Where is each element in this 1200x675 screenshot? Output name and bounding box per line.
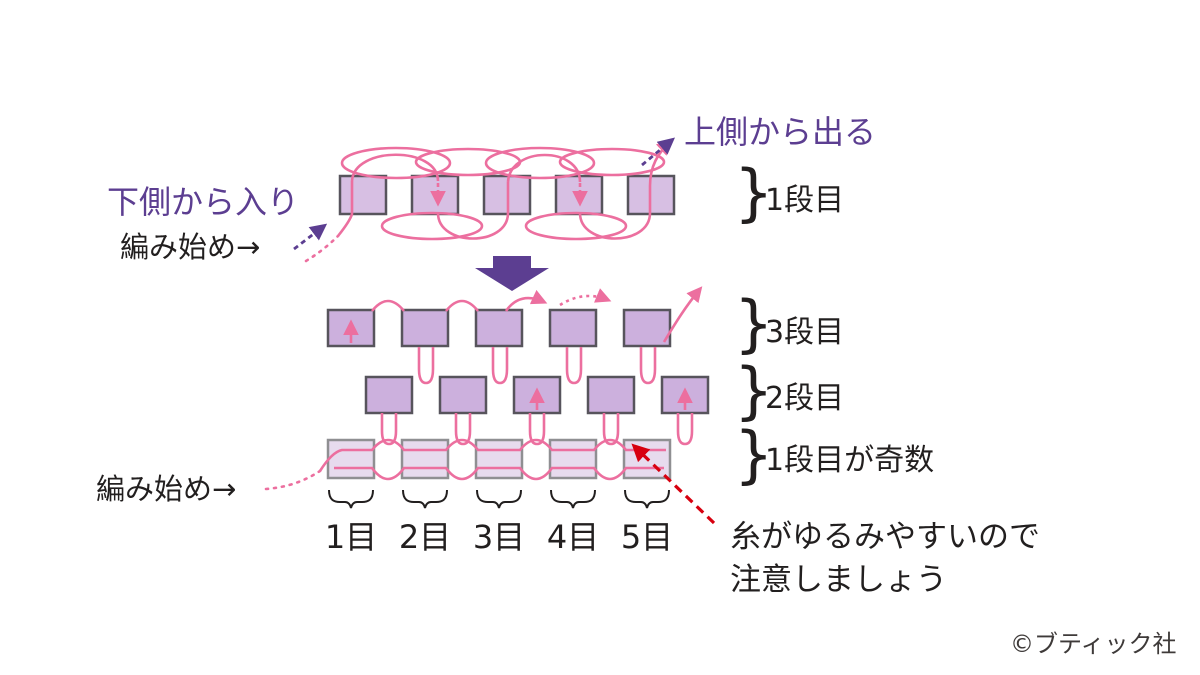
brace-row-1-top: } [734,156,773,229]
thread-loop [380,413,398,446]
label-weave-start-top: 編み始め→ [120,230,260,264]
thread-path [304,234,340,263]
thread-path [350,153,440,182]
thread-path [318,438,666,472]
thread-loop [676,413,694,446]
thread-loop [491,347,509,385]
bead [548,438,598,480]
label-weave-start-bottom: 編み始め→ [96,472,236,506]
thread-loop [524,211,628,241]
stitch-label: 1目 [325,518,377,556]
thread-loop [639,347,657,385]
thread-loop [454,413,472,446]
bead [474,308,524,348]
thread-path [334,466,664,481]
thread-path [264,469,322,491]
bead [586,375,636,415]
thread-loop [484,146,596,180]
bead [338,174,388,216]
bead [400,438,450,480]
bead [438,375,488,415]
label-row-2: 2段目 [765,381,844,416]
thread-path [370,299,406,312]
brace-row-1-odd: } [734,418,773,491]
thread-path [436,212,510,240]
thread-loop [602,413,620,446]
label-row-1-odd: 1段目が奇数 [765,443,934,478]
bead [400,308,450,348]
label-row-1-top: 1段目 [765,183,844,218]
down-arrow-icon [475,256,549,291]
warning-arrow-icon [631,443,716,525]
bead [474,438,524,480]
thread-exit-arrow [662,286,703,343]
bead [364,375,414,415]
bead [326,438,376,480]
thread-path [444,299,480,312]
label-enter-bottom: 下側から入り [107,183,299,221]
thread-loop [565,347,583,385]
label-row-3: 3段目 [765,315,844,350]
bead [622,308,672,348]
brace-row-2: } [734,354,773,427]
stitch-label: 3目 [473,518,525,556]
enter-arrow-icon [293,223,328,251]
exit-arrow-icon [641,137,676,167]
stitch-brace [550,489,596,509]
warning-text-line1: 糸がゆるみやすいので [730,519,1040,555]
copyright-text: ©ブティック社 [1010,630,1177,658]
stitch-brace [476,489,522,509]
label-exit-top: 上側から出る [684,113,876,151]
thread-loop [417,347,435,385]
bead [548,308,598,348]
bead [410,174,460,216]
brace-row-3: } [734,287,773,360]
stitch-brace [328,489,374,509]
stitch-brace [402,489,448,509]
bottom-diagram: } 3段目 } 2段目 } 1段目が奇数 編み始め→ 1目 2目 3目 4目 5… [96,286,1040,598]
thread-loop [558,147,666,177]
top-diagram: 上側から出る 下側から入り 編み始め→ } 1段目 [107,113,876,264]
thread-loop [340,146,452,180]
warning-text-line2: 注意しましょう [730,562,947,598]
thread-arrow [504,289,548,312]
thread-path [578,212,652,240]
stitch-label: 4目 [547,518,599,556]
thread-loop [528,413,546,446]
thread-loop [414,147,522,177]
thread-loop [380,211,484,241]
stitch-label: 2目 [399,518,451,556]
stitch-label: 5目 [621,518,673,556]
thread-path [336,181,354,237]
thread-arrow [559,288,612,307]
stitch-brace [624,489,670,509]
